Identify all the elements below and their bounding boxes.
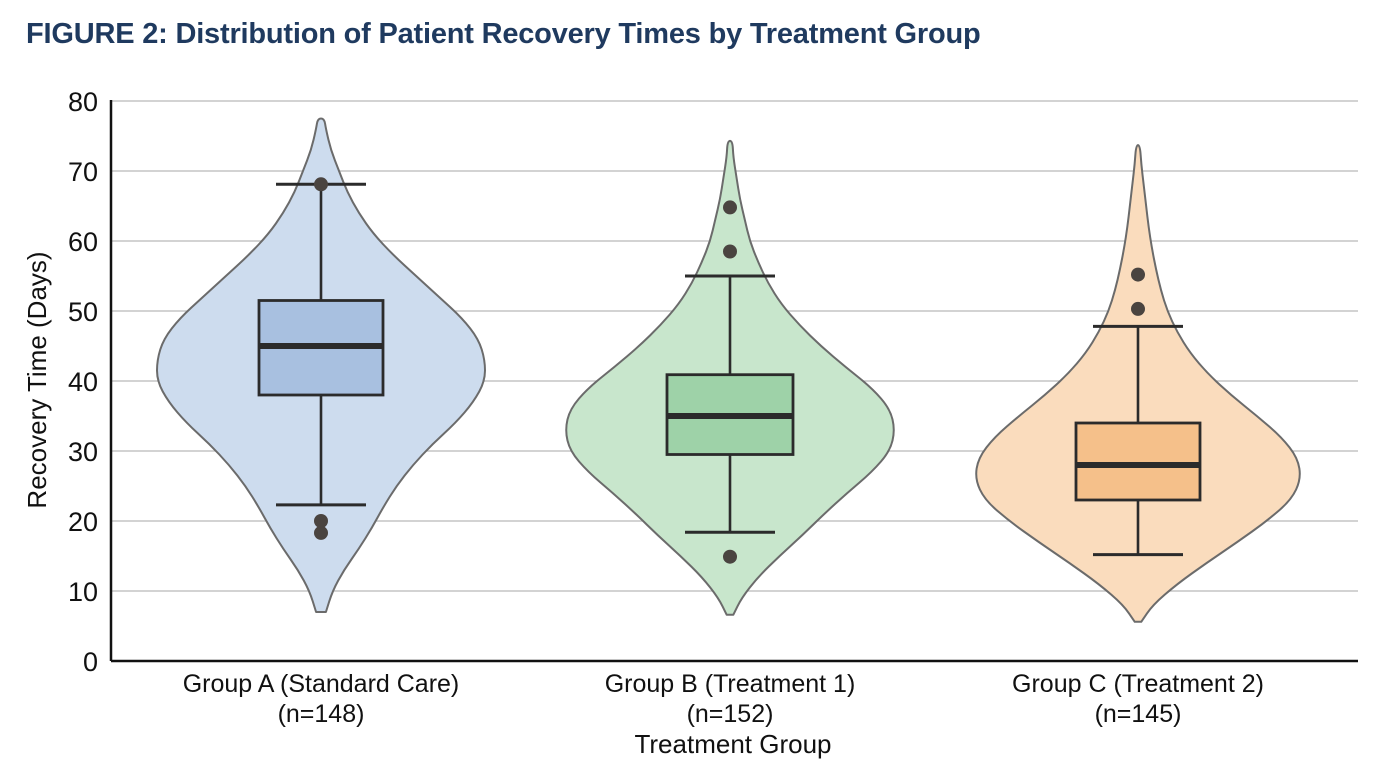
figure-title: FIGURE 2: Distribution of Patient Recove… (26, 18, 981, 50)
y-tick-label: 50 (68, 297, 98, 327)
x-category-count-a: (n=148) (278, 700, 365, 728)
category-labels-group: Group A (Standard Care)(n=148) Group B (T… (183, 670, 1264, 728)
y-tick-label: 70 (68, 157, 98, 187)
y-axis-title: Recovery Time (Days) (22, 251, 52, 508)
outlier-point (1131, 267, 1145, 282)
y-tick-label: 30 (68, 437, 98, 467)
boxplot-b (665, 200, 795, 564)
y-tick-label: 80 (68, 87, 98, 117)
outlier-point (314, 514, 328, 528)
box-iqr (1074, 421, 1202, 502)
x-category-label-b: Group B (Treatment 1) (605, 670, 856, 698)
outlier-point (314, 525, 328, 540)
x-category-count-c: (n=145) (1095, 700, 1182, 728)
y-tick-label: 20 (68, 507, 98, 537)
y-tick-labels-group: 0 10 20 30 40 50 60 70 80 (68, 87, 98, 677)
y-tick-label: 60 (68, 227, 98, 257)
y-tick-label: 40 (68, 367, 98, 397)
boxplot-a (257, 177, 385, 540)
x-category-count-b: (n=152) (687, 700, 774, 728)
y-tick-label: 0 (83, 647, 98, 677)
x-category-label-a: Group A (Standard Care) (183, 670, 460, 698)
axis-lines-group (109, 100, 1358, 663)
outlier-point (314, 177, 328, 192)
x-axis-title: Treatment Group (634, 729, 831, 759)
outlier-point (723, 200, 737, 215)
y-tick-label: 10 (68, 577, 98, 607)
x-category-label-c: Group C (Treatment 2) (1012, 670, 1264, 698)
outlier-point (1131, 301, 1145, 316)
boxplots-group (257, 177, 1202, 564)
boxplot-c (1074, 267, 1202, 557)
outlier-point (723, 244, 737, 259)
outlier-point (723, 549, 737, 564)
